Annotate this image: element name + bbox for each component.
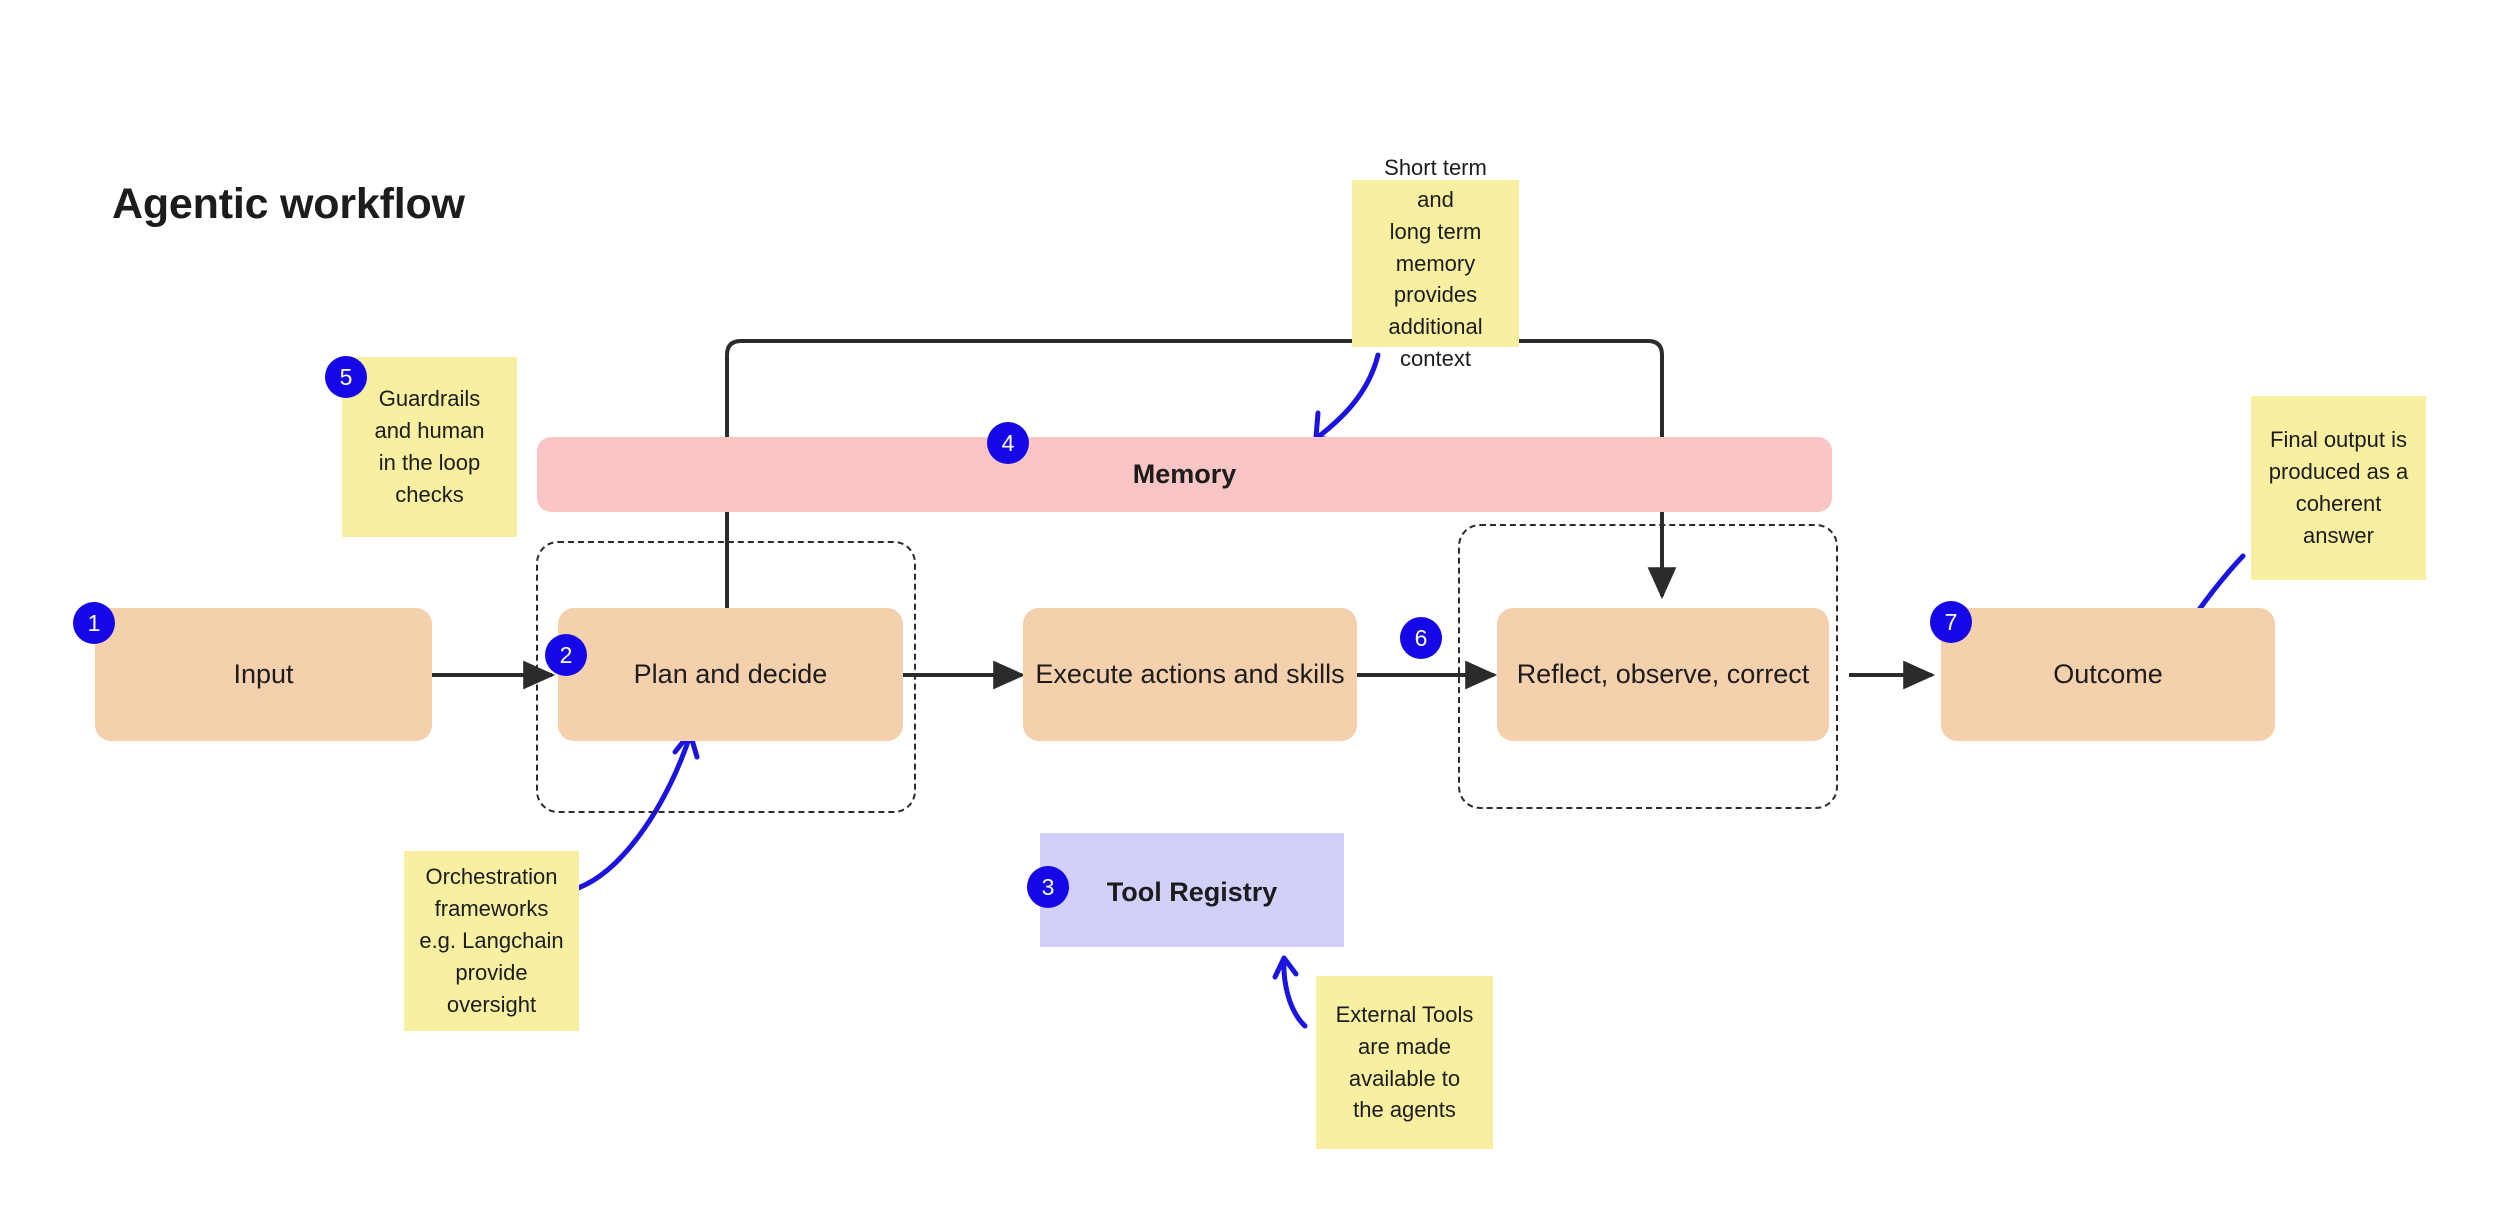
sticky-note-final-output[interactable]: Final output is produced as a coherent a… [2251,396,2426,580]
annotation-arrowhead-external-tools [1272,955,1299,980]
page-title: Agentic workflow [112,180,465,228]
input-label: Input [233,659,294,689]
node-execute-actions[interactable]: Execute actions and skills [1023,608,1357,741]
node-reflect-observe-correct[interactable]: Reflect, observe, correct [1497,608,1829,741]
badge-1-input[interactable]: 1 [73,602,115,644]
sticky-note-orchestration-text: Orchestration frameworks e.g. Langchain … [419,864,564,1017]
execute-label: Execute actions and skills [1035,659,1345,689]
sticky-note-guardrails[interactable]: Guardrails and human in the loop checks [342,357,517,537]
badge-5-guardrails[interactable]: 5 [325,356,367,398]
reflect-group-boundary [1458,524,1838,809]
node-input[interactable]: Input [95,608,432,741]
node-plan-and-decide[interactable]: Plan and decide [558,608,903,741]
sticky-note-orchestration[interactable]: Orchestration frameworks e.g. Langchain … [404,851,579,1031]
badge-6-reflect[interactable]: 6 [1400,617,1442,659]
badge-7-outcome[interactable]: 7 [1930,601,1972,643]
outcome-label: Outcome [2053,659,2163,689]
badge-4-memory[interactable]: 4 [987,422,1029,464]
node-outcome[interactable]: Outcome [1941,608,2275,741]
badge-2-plan[interactable]: 2 [545,634,587,676]
sticky-note-final-output-text: Final output is produced as a coherent a… [2268,427,2409,548]
sticky-note-guardrails-text: Guardrails and human in the loop checks [374,386,485,507]
plan-group-boundary [536,541,916,813]
annotation-arrow-external-tools [1281,957,1308,1029]
memory-lane[interactable]: Memory [537,437,1832,512]
node-tool-registry[interactable]: Tool Registry [1040,833,1344,947]
reflect-label: Reflect, observe, correct [1516,659,1810,689]
memory-label: Memory [1132,459,1237,489]
sticky-note-external-tools-text: External Tools are made available to the… [1335,1001,1474,1123]
sticky-note-memory[interactable]: Short term and long term memory provides… [1352,155,1519,371]
sticky-note-memory-text: Short term and long term memory provides… [1384,154,1487,372]
sticky-note-external-tools[interactable]: External Tools are made available to the… [1316,976,1493,1149]
tool-registry-label: Tool Registry [1106,877,1278,907]
badge-3-tool-registry[interactable]: 3 [1027,866,1069,908]
plan-label: Plan and decide [633,659,828,689]
